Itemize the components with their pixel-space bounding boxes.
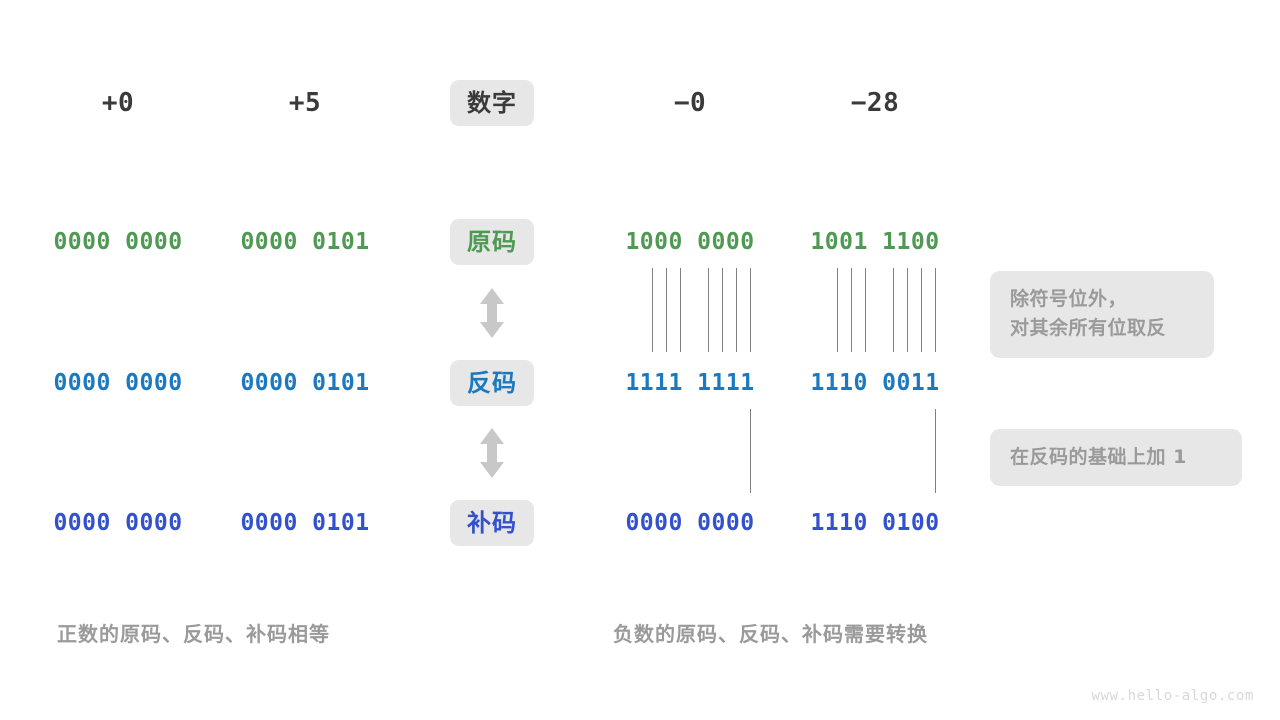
caption-negative-numbers: 负数的原码、反码、补码需要转换 (613, 622, 928, 646)
note-invert-bits: 除符号位外， 对其余所有位取反 (990, 271, 1214, 358)
site-watermark: www.hello-algo.com (1091, 688, 1254, 704)
connector-line (935, 268, 936, 352)
connector-line (708, 268, 709, 352)
connector-line (837, 268, 838, 352)
bits-ones-complement-plus-zero: 0000 0000 (53, 370, 183, 396)
connector-line (736, 268, 737, 352)
note-add-one: 在反码的基础上加 1 (990, 429, 1242, 487)
connector-line (722, 268, 723, 352)
bits-sign-magnitude-plus-five: 0000 0101 (240, 229, 370, 255)
bits-ones-complement-plus-five: 0000 0101 (240, 370, 370, 396)
bits-sign-magnitude-minus-zero: 1000 0000 (625, 229, 755, 255)
connector-line (750, 268, 751, 352)
row-header-badge-number: 数字 (450, 80, 534, 126)
header-number-plus-zero: +0 (101, 88, 135, 118)
connector-line (652, 268, 653, 352)
bits-twos-complement-minus-zero: 0000 0000 (625, 510, 755, 536)
connector-line (851, 268, 852, 352)
connector-line (907, 268, 908, 352)
connector-line (893, 268, 894, 352)
row-label-badge-twos-complement: 补码 (450, 500, 534, 546)
bits-sign-magnitude-minus-twentyeight: 1001 1100 (810, 229, 940, 255)
connector-line (750, 409, 751, 493)
header-number-plus-five: +5 (288, 88, 322, 118)
row-label-badge-ones-complement: 反码 (450, 360, 534, 406)
bits-twos-complement-plus-zero: 0000 0000 (53, 510, 183, 536)
connector-line (865, 268, 866, 352)
double-arrow-up-down-icon-upper (480, 288, 504, 338)
connector-line (666, 268, 667, 352)
bits-sign-magnitude-plus-zero: 0000 0000 (53, 229, 183, 255)
connector-line (935, 409, 936, 493)
bits-ones-complement-minus-twentyeight: 1110 0011 (810, 370, 940, 396)
header-number-minus-twentyeight: −28 (850, 88, 900, 118)
header-number-minus-zero: −0 (673, 88, 707, 118)
bits-ones-complement-minus-zero: 1111 1111 (625, 370, 755, 396)
caption-positive-numbers: 正数的原码、反码、补码相等 (57, 622, 330, 646)
connector-line (680, 268, 681, 352)
double-arrow-up-down-icon-lower (480, 428, 504, 478)
connector-line (921, 268, 922, 352)
row-label-badge-sign-magnitude: 原码 (450, 219, 534, 265)
bits-twos-complement-minus-twentyeight: 1110 0100 (810, 510, 940, 536)
bits-twos-complement-plus-five: 0000 0101 (240, 510, 370, 536)
